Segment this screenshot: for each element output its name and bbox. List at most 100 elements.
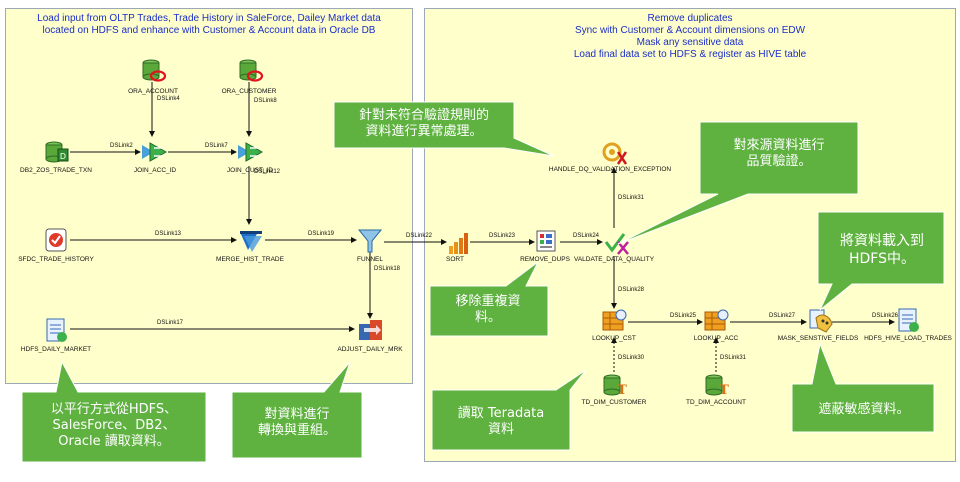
hdfs-file-icon (46, 318, 67, 342)
mask-icon (809, 309, 833, 333)
stage-join-acc-id[interactable] (140, 137, 170, 167)
stage-label-td-dim-customer: TD_DIM_CUSTOMER (581, 399, 647, 406)
callout-bubble (431, 369, 587, 451)
callout-teradata: 讀取 Teradata 資料 (431, 369, 587, 451)
stage-label-merge-hist-trade: MERGE_HIST_TRADE (216, 256, 284, 263)
lookup-icon (704, 309, 729, 331)
stage-handle-dq-exception[interactable] (600, 138, 630, 168)
hdfs-file-icon (898, 308, 919, 332)
stage-lookup-acc[interactable] (702, 306, 732, 336)
stage-label-remove-dups: REMOVE_DUPS (520, 256, 570, 263)
callout-text-exception: 針對未符合驗證規則的 資料進行異常處理。 (358, 108, 489, 139)
stage-remove-dups[interactable] (533, 227, 563, 257)
stage-sort[interactable] (445, 228, 475, 258)
stage-mask-sensitive-fields[interactable] (806, 306, 836, 336)
link-label-dslink31b: DSLink31 (720, 355, 747, 361)
callout-transform: 對資料進行 轉換與重組。 (231, 361, 363, 459)
stage-label-td-dim-account: TD_DIM_ACCOUNT (686, 399, 746, 406)
right-panel-title: Remove duplicates Sync with Customer & A… (573, 13, 807, 60)
callout-dedupe: 移除重複資 料。 (429, 261, 550, 338)
svg-text:T: T (719, 383, 729, 398)
link-label-dslink12: DSLink12 (254, 169, 281, 175)
join-icon (238, 142, 264, 162)
link-label-dslink31: DSLink31 (618, 195, 645, 201)
callout-bubble (817, 211, 945, 311)
callout-text-load-hdfs: 將資料載入到 HDFS中。 (840, 233, 924, 267)
link-label-dslink8: DSLink8 (254, 98, 277, 104)
callout-text-parallel-read: 以平行方式從HDFS、 SalesForce、DB2、 Oracle 讀取資料。 (50, 402, 178, 449)
exception-handler-icon (602, 142, 628, 165)
svg-text:T: T (617, 383, 627, 398)
stage-merge-hist-trade[interactable] (236, 226, 266, 256)
stage-label-mask-sensitive-fields: MASK_SENSTIVE_FIELDS (777, 335, 859, 342)
stage-label-db2-zos-trade-txn: DB2_ZOS_TRADE_TXN (20, 167, 92, 174)
link-label-dslink7: DSLink7 (205, 143, 228, 149)
link-label-dslink25: DSLink25 (670, 313, 697, 319)
link-label-dslink24: DSLink24 (573, 233, 600, 239)
stage-label-adjust-daily-mrk: ADJUST_DAILY_MRK (337, 346, 403, 353)
teradata-db-icon: T (705, 374, 729, 398)
stage-td-dim-account[interactable]: T (702, 370, 732, 400)
link-label-dslink30: DSLink30 (618, 355, 645, 361)
stage-td-dim-customer[interactable]: T (600, 370, 630, 400)
link-label-dslink17: DSLink17 (157, 320, 184, 326)
stage-join-cust-id[interactable] (236, 137, 266, 167)
link-label-dslink23: DSLink23 (489, 233, 516, 239)
oracle-db-icon (239, 59, 264, 82)
stage-label-sort: SORT (446, 256, 464, 263)
callout-text-transform: 對資料進行 轉換與重組。 (257, 407, 336, 438)
stage-funnel[interactable] (356, 226, 386, 256)
callout-quality: 對來源資料進行 品質驗證。 (617, 112, 859, 245)
join-icon (142, 142, 168, 162)
stage-lookup-cst[interactable] (600, 306, 630, 336)
callout-text-dedupe: 移除重複資 料。 (455, 294, 521, 325)
link-label-dslink22: DSLink22 (406, 233, 433, 239)
funnel-icon (357, 229, 383, 253)
stage-db2-zos-trade-txn[interactable]: D (42, 137, 72, 167)
teradata-db-icon: T (603, 374, 627, 398)
stage-label-sfdc-trade-history: SFDC_TRADE_HISTORY (18, 256, 94, 263)
callout-bubble (429, 261, 549, 337)
db2-db-icon: D (45, 141, 69, 163)
callout-bubble (791, 342, 935, 433)
callout-text-teradata: 讀取 Teradata 資料 (457, 406, 545, 437)
left-panel-title: Load input from OLTP Trades, Trade Histo… (37, 13, 381, 36)
sort-icon (449, 233, 468, 254)
stage-label-lookup-cst: LOOKUP_CST (592, 335, 636, 342)
link-label-dslink4: DSLink4 (157, 96, 180, 102)
stage-label-join-cust-id: JOIN_CUST_ID (226, 167, 274, 174)
stage-label-ora-account: ORA_ACCOUNT (128, 88, 178, 95)
link-label-dslink19: DSLink19 (308, 231, 335, 237)
lookup-icon (602, 309, 627, 331)
callout-bubble (231, 361, 363, 459)
callout-mask: 遮蔽敏感資料。 (791, 342, 936, 434)
stage-label-join-acc-id: JOIN_ACC_ID (133, 167, 177, 174)
stage-label-ora-customer: ORA_CUSTOMER (221, 88, 277, 95)
transformer-icon (359, 320, 382, 340)
callout-parallel-read: 以平行方式從HDFS、 SalesForce、DB2、 Oracle 讀取資料。 (21, 360, 207, 463)
callout-bubble (333, 101, 555, 157)
stage-sfdc-trade-history[interactable] (42, 226, 72, 256)
stage-label-funnel: FUNNEL (356, 256, 384, 263)
left-panel: Load input from OLTP Trades, Trade Histo… (5, 8, 413, 384)
oracle-db-icon (142, 59, 167, 82)
link-label-dslink13: DSLink13 (155, 231, 182, 237)
stage-label-validate-data-quality: VALDATE_DATA_QUALITY (573, 256, 655, 263)
stage-label-hdfs-hive-load-trades: HDFS_HIVE_LOAD_TRADES (864, 335, 952, 342)
stage-hdfs-hive-load-trades[interactable] (894, 306, 924, 336)
link-label-dslink27: DSLink27 (769, 313, 796, 319)
stage-hdfs-daily-market[interactable] (42, 316, 72, 346)
callout-exception: 針對未符合驗證規則的 資料進行異常處理。 (333, 101, 556, 158)
callout-bubble (617, 121, 859, 245)
callout-bubble (21, 360, 207, 463)
svg-text:D: D (60, 152, 66, 161)
stage-adjust-daily-mrk[interactable] (356, 316, 386, 346)
stage-ora-account[interactable] (138, 56, 168, 86)
stage-label-handle-dq-exception: HANDLE_DQ_VALIDATION_EXCEPTION (548, 166, 672, 173)
link-label-dslink2: DSLink2 (110, 143, 133, 149)
callout-load-hdfs: 將資料載入到 HDFS中。 (817, 211, 946, 312)
salesforce-icon (45, 228, 67, 252)
stage-ora-customer[interactable] (235, 56, 265, 86)
link-label-dslink18: DSLink18 (374, 266, 401, 272)
